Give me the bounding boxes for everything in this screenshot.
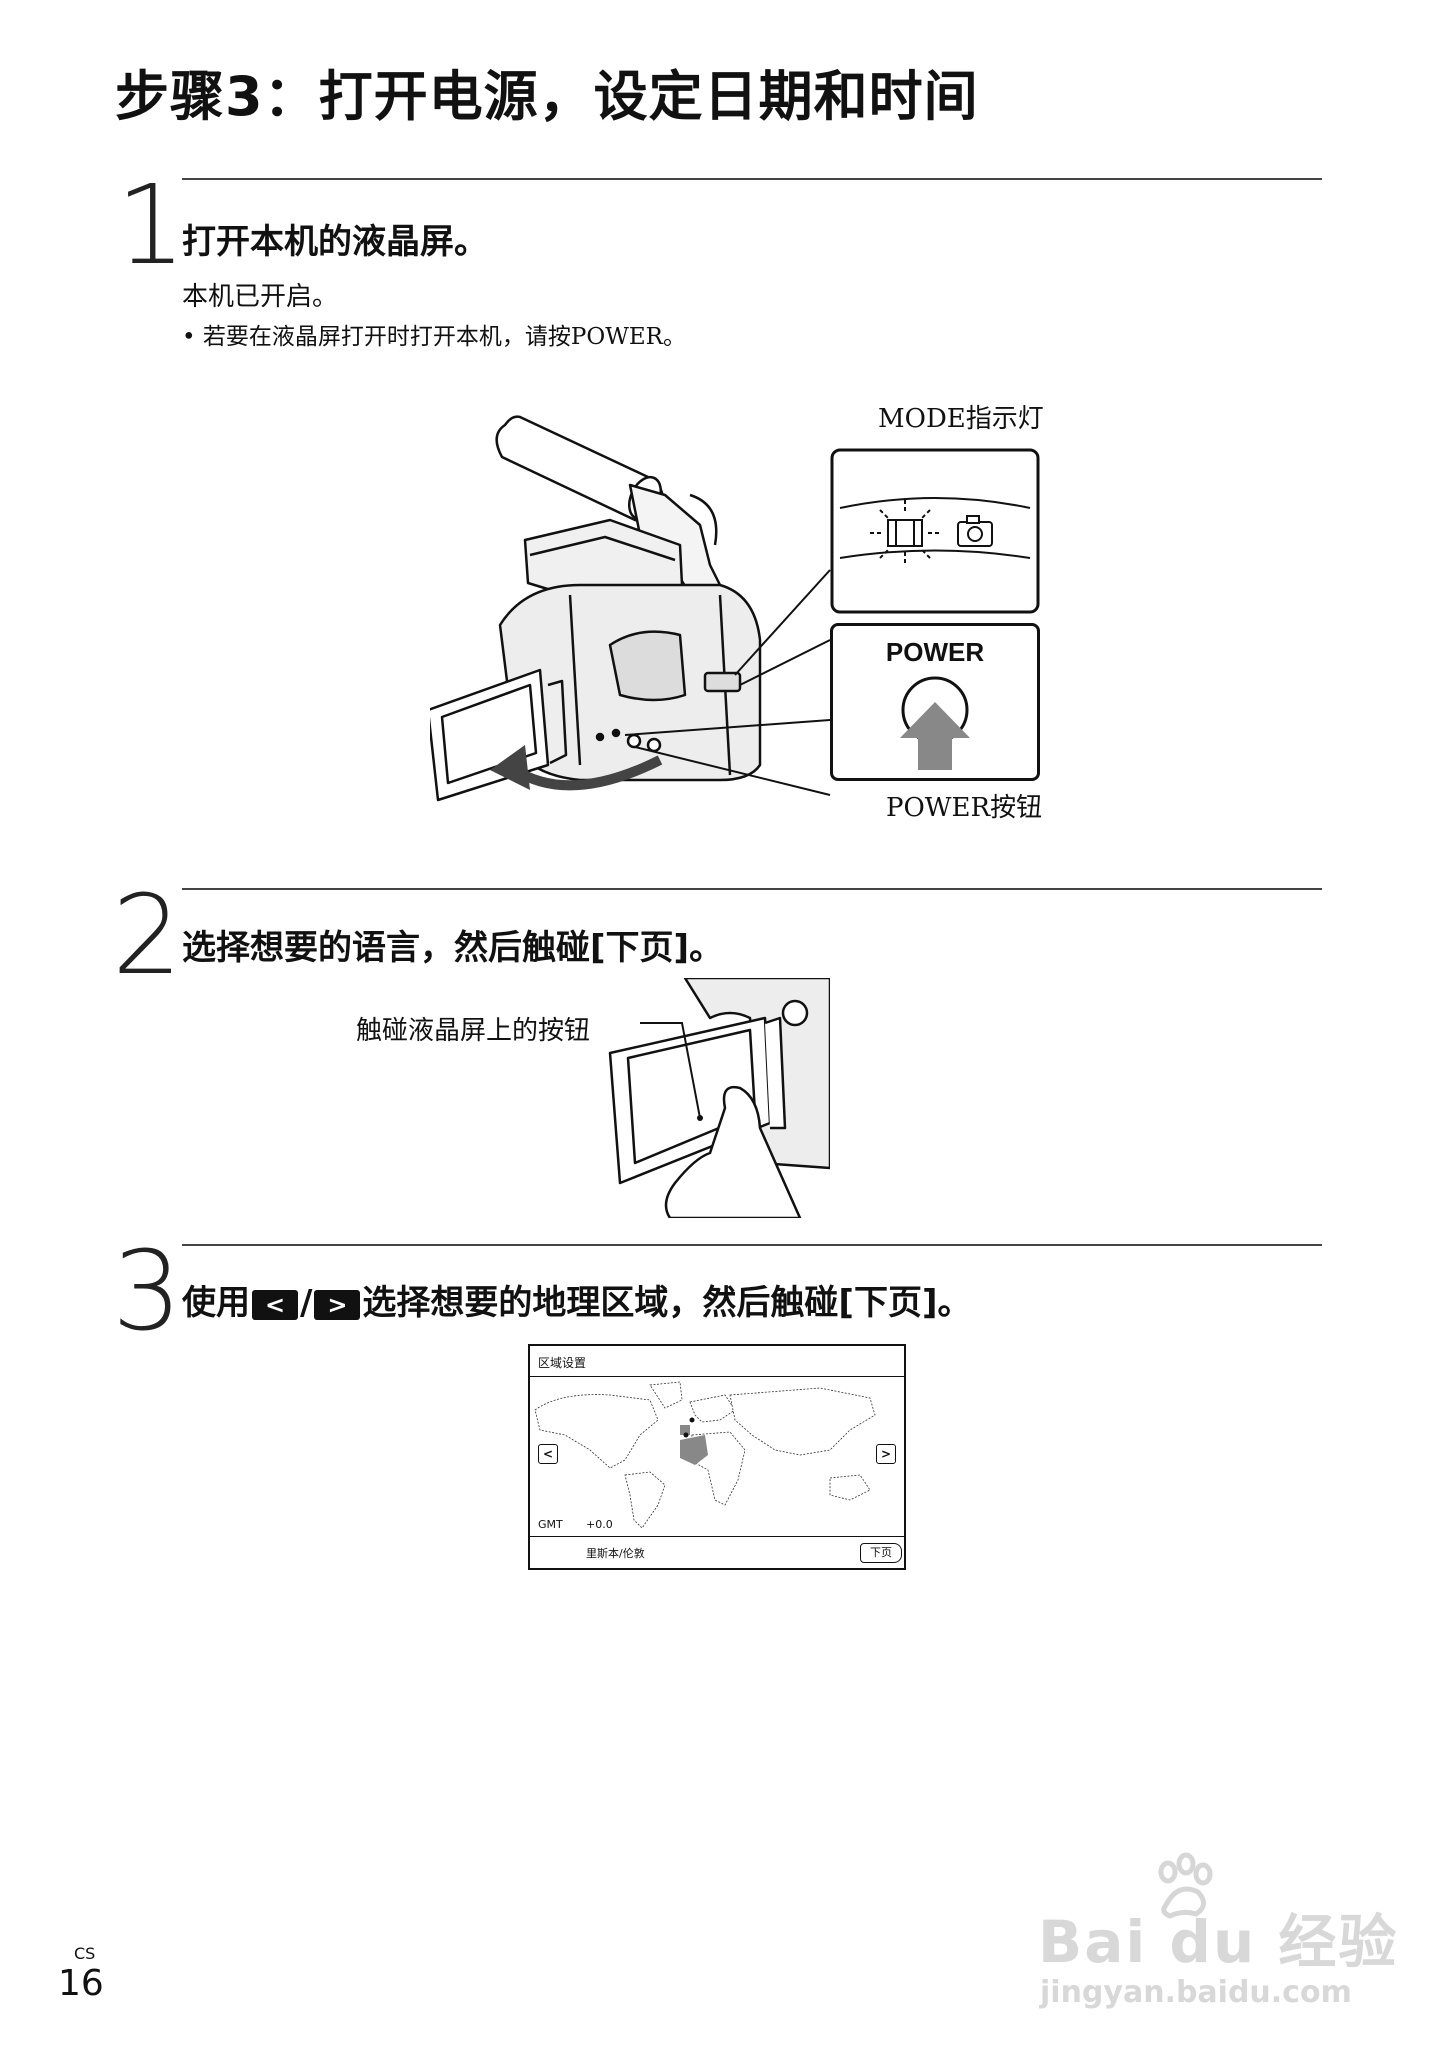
camcorder-illustration — [430, 415, 831, 802]
power-button-graphic — [900, 676, 970, 770]
touchscreen-illustration — [608, 978, 830, 1218]
step-1-divider — [182, 178, 1322, 180]
right-arrow-key: > — [314, 1289, 361, 1320]
step-3-number: 3 — [112, 1227, 182, 1355]
step-3-divider — [182, 1244, 1322, 1246]
page-title: 步骤3：打开电源，设定日期和时间 — [115, 65, 979, 128]
step-2-number: 2 — [112, 871, 182, 999]
region-name: 里斯本/伦敦 — [586, 1547, 645, 1560]
watermark-brand: Bai du 经验 — [1038, 1908, 1399, 1976]
baidu-paw-icon — [1158, 1852, 1213, 1919]
screen-title-divider — [530, 1376, 904, 1377]
movie-icon — [887, 519, 923, 547]
screen-bottom-divider — [530, 1536, 904, 1537]
step-1-number: 1 — [116, 161, 186, 289]
gmt-offset: +0.0 — [586, 1518, 613, 1531]
mode-indicator-label: MODE指示灯 — [878, 404, 1044, 434]
step-1-bullet: • 若要在液晶屏打开时打开本机，请按POWER。 — [182, 324, 686, 350]
gmt-label: GMT — [538, 1518, 563, 1531]
touch-screen-callout: 触碰液晶屏上的按钮 — [356, 1016, 591, 1046]
world-map — [534, 1381, 876, 1529]
page-number: 16 — [58, 1963, 104, 2004]
step-3-heading: 使用</>选择想要的地理区域，然后触碰[下页]。 — [182, 1275, 972, 1324]
area-setting-screen: 区域设置 < > GMT +0.0 里斯本/伦敦 下页 — [528, 1344, 906, 1570]
step-3-heading-suffix: 选择想要的地理区域，然后触碰[下页]。 — [362, 1283, 972, 1323]
next-page-button[interactable]: 下页 — [860, 1543, 902, 1563]
photo-camera-icon — [957, 515, 993, 547]
mode-indicator-box — [830, 448, 1040, 614]
step-2-heading: 选择想要的语言，然后触碰[下页]。 — [182, 928, 724, 968]
key-separator: / — [300, 1283, 313, 1323]
previous-region-button[interactable]: < — [538, 1444, 558, 1464]
language-code: CS — [74, 1944, 96, 1963]
screen-title: 区域设置 — [538, 1356, 587, 1370]
power-button-text: POWER — [885, 637, 985, 667]
step-1-body: 本机已开启。 — [182, 282, 339, 312]
step-3-heading-prefix: 使用 — [182, 1283, 250, 1323]
power-button-box — [830, 623, 1040, 781]
step-2-divider — [182, 888, 1322, 890]
next-region-button[interactable]: > — [876, 1444, 896, 1464]
step-1-heading: 打开本机的液晶屏。 — [182, 222, 488, 262]
left-arrow-key: < — [252, 1289, 298, 1320]
power-button-label: POWER按钮 — [886, 793, 1043, 823]
watermark-url: jingyan.baidu.com — [1040, 1975, 1352, 2010]
